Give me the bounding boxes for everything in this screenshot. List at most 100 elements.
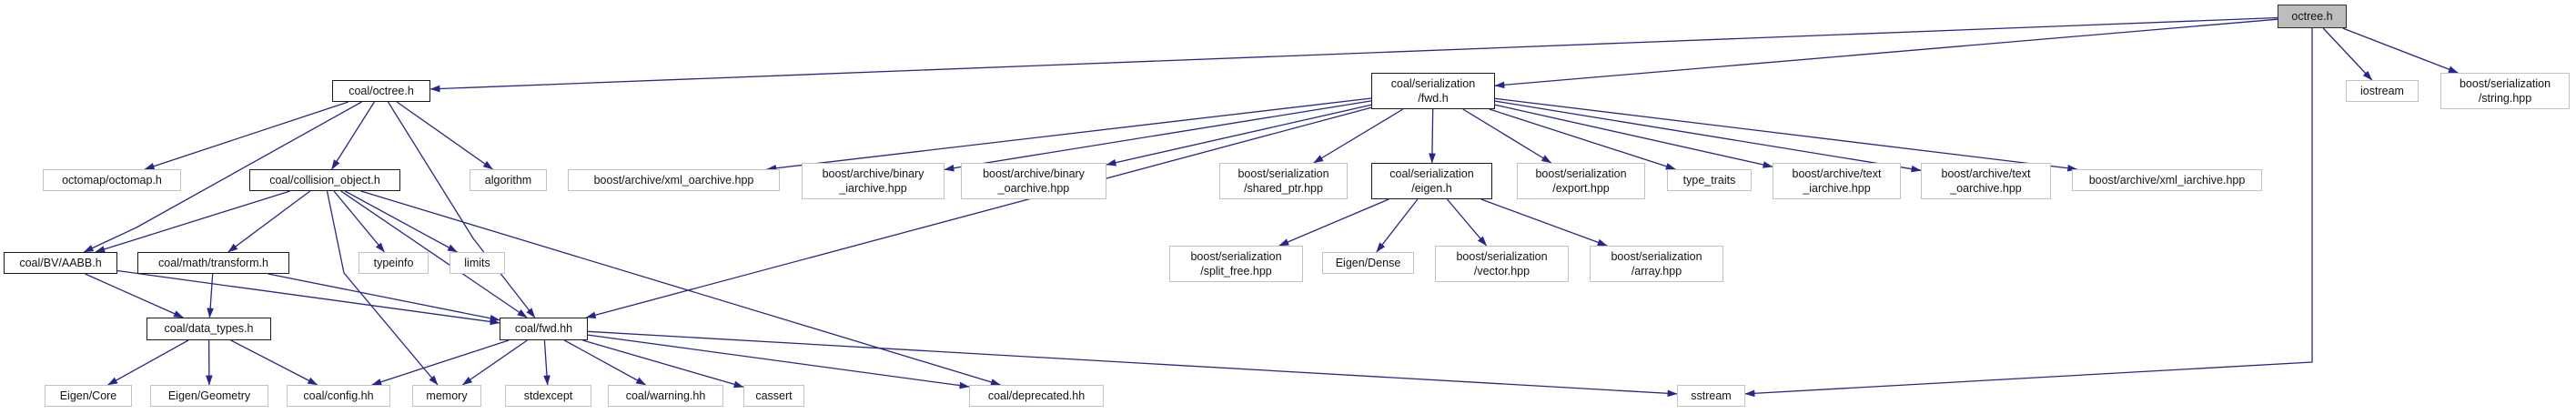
node-label: coal/serialization — [1390, 76, 1476, 90]
edge-coal-fwd-hh--cassert — [582, 339, 744, 389]
edge-coal-serialization-eigen-h--eigen-dense — [1376, 198, 1419, 253]
edge-coal-octree-h--algorithm — [396, 101, 493, 170]
node-label: boost/serialization — [1456, 249, 1548, 263]
edge-coal-octree-h--octomap-octomap-h — [144, 101, 349, 170]
edge-coal-serialization-fwd-h--boost-archive-xml-oarchive-hpp — [766, 97, 1372, 172]
edge-coal-bv-aabb-h--coal-fwd-hh — [116, 269, 500, 326]
node-coal-math-transform-h[interactable]: coal/math/transform.h — [137, 252, 289, 274]
node-label: algorithm — [484, 173, 532, 187]
node-label: type_traits — [1682, 173, 1736, 187]
edge-coal-serialization-eigen-h--boost-serialization-vector-hpp — [1446, 198, 1488, 247]
edge-coal-serialization-fwd-h--boost-serialization-export-hpp — [1462, 108, 1552, 164]
node-octomap-octomap-h: octomap/octomap.h — [43, 169, 181, 191]
node-coal-fwd-hh[interactable]: coal/fwd.hh — [500, 318, 588, 340]
node-label: coal/math/transform.h — [158, 256, 268, 269]
node-coal-deprecated-hh: coal/deprecated.hh — [969, 385, 1104, 407]
node-boost-archive-xml-oarchive-hpp: boost/archive/xml_oarchive.hpp — [568, 169, 780, 191]
edge-coal-serialization-fwd-h--boost-serialization-shared-ptr-hpp — [1313, 108, 1404, 164]
edge-coal-serialization-fwd-h--boost-archive-text-iarchive-hpp — [1494, 104, 1773, 168]
node-coal-config-hh: coal/config.hh — [287, 385, 390, 407]
node-label: boost/serialization — [1611, 249, 1702, 263]
edge-octree-h--boost-serialization-string-hpp — [2342, 27, 2459, 74]
edge-coal-serialization-fwd-h--type-traits — [1489, 108, 1676, 170]
node-label: iostream — [2360, 84, 2404, 97]
node-label: boost/serialization — [1190, 249, 1282, 263]
node-label: octree.h — [2291, 9, 2333, 23]
node-label: /fwd.h — [1418, 92, 1449, 105]
edge-coal-collision-object-h--limits — [344, 190, 458, 253]
node-typeinfo: typeinfo — [359, 252, 429, 274]
edge-coal-fwd-hh--sstream — [587, 330, 1678, 398]
node-coal-data-types-h[interactable]: coal/data_types.h — [146, 318, 271, 340]
edge-coal-data-types-h--eigen-core — [107, 339, 189, 386]
node-label: /split_free.hpp — [1200, 265, 1272, 278]
edge-coal-collision-object-h--coal-fwd-hh — [340, 190, 528, 318]
node-boost-archive-binary-iarchive-hpp: boost/archive/binary _iarchive.hpp — [802, 163, 945, 199]
edge-coal-serialization-fwd-h--coal-serialization-eigen-h — [1429, 108, 1436, 164]
node-label: _oarchive.hpp — [1950, 182, 2022, 195]
edge-coal-fwd-hh--stdexcept — [543, 339, 551, 386]
edge-coal-collision-object-h--coal-math-transform-h — [227, 190, 311, 253]
node-type-traits: type_traits — [1667, 169, 1752, 191]
edge-coal-collision-object-h--typeinfo — [333, 190, 386, 253]
node-eigen-geometry: Eigen/Geometry — [150, 385, 268, 407]
node-label: _iarchive.hpp — [1803, 182, 1871, 195]
edge-coal-collision-object-h--coal-bv-aabb-h — [95, 190, 290, 253]
node-coal-bv-aabb-h[interactable]: coal/BV/AABB.h — [4, 252, 117, 274]
node-label: boost/archive/binary — [822, 167, 924, 180]
node-eigen-dense: Eigen/Dense — [1322, 252, 1414, 274]
edge-octree-h--sstream — [1744, 28, 2313, 398]
node-label: /array.hpp — [1631, 265, 1682, 278]
node-label: memory — [426, 389, 468, 402]
node-label: typeinfo — [373, 256, 414, 269]
edge-octree-h--coal-octree-h — [429, 16, 2278, 93]
node-label: coal/fwd.hh — [514, 322, 573, 336]
node-memory: memory — [412, 385, 481, 407]
node-coal-serialization-fwd-h[interactable]: coal/serialization/fwd.h — [1371, 73, 1495, 109]
node-label: boost/archive/binary — [983, 167, 1085, 180]
edge-coal-octree-h--coal-collision-object-h — [331, 101, 375, 170]
node-boost-serialization-split-free-hpp: boost/serialization/split_free.hpp — [1169, 246, 1303, 282]
node-coal-collision-object-h[interactable]: coal/collision_object.h — [249, 169, 400, 191]
edge-coal-fwd-hh--coal-config-hh — [371, 339, 510, 386]
node-label: coal/config.hh — [303, 389, 374, 402]
node-label: octomap/octomap.h — [62, 173, 162, 187]
node-coal-octree-h[interactable]: coal/octree.h — [332, 80, 430, 102]
node-algorithm: algorithm — [470, 169, 547, 191]
node-label: _iarchive.hpp — [839, 182, 907, 195]
edge-coal-fwd-hh--coal-warning-hh — [563, 339, 647, 386]
edge-coal-octree-h--coal-bv-aabb-h — [83, 101, 362, 253]
edge-coal-collision-object-h--coal-deprecated-hh — [360, 190, 1001, 386]
edge-coal-serialization-fwd-h--boost-archive-xml-iarchive-hpp — [1494, 97, 2078, 172]
node-label: boost/archive/text — [1792, 167, 1882, 180]
node-label: coal/data_types.h — [164, 322, 254, 336]
edge-coal-serialization-fwd-h--boost-archive-binary-oarchive-hpp — [1106, 104, 1372, 167]
node-cassert: cassert — [743, 385, 804, 407]
node-boost-serialization-vector-hpp: boost/serialization/vector.hpp — [1435, 246, 1569, 282]
node-label: coal/octree.h — [349, 84, 414, 97]
node-label: boost/serialization — [1237, 167, 1329, 180]
edge-coal-math-transform-h--coal-data-types-h — [207, 273, 214, 318]
node-sstream: sstream — [1677, 385, 1745, 407]
node-label: boost/serialization — [1535, 167, 1627, 180]
node-boost-archive-text-oarchive-hpp: boost/archive/text_oarchive.hpp — [1921, 163, 2051, 199]
edge-coal-collision-object-h--memory — [326, 190, 439, 386]
node-boost-archive-binary-oarchive-hpp: boost/archive/binary _oarchive.hpp — [961, 163, 1106, 199]
node-label: /export.hpp — [1552, 182, 1610, 195]
node-label: _oarchive.hpp — [997, 182, 1070, 195]
edge-octree-h--iostream — [2322, 27, 2373, 81]
edge-coal-serialization-fwd-h--coal-fwd-hh — [585, 106, 1372, 319]
node-label: /eigen.h — [1411, 182, 1452, 195]
node-label: Eigen/Geometry — [167, 389, 251, 402]
node-label: Eigen/Core — [59, 389, 117, 402]
edge-coal-fwd-hh--coal-deprecated-hh — [587, 334, 970, 389]
node-label: stdexcept — [523, 389, 573, 402]
node-label: coal/warning.hh — [625, 389, 706, 402]
node-label: coal/deprecated.hh — [987, 389, 1086, 402]
node-label: boost/archive/xml_iarchive.hpp — [2088, 173, 2246, 187]
node-octree-h: octree.h — [2278, 5, 2347, 28]
node-boost-serialization-string-hpp: boost/serialization/string.hpp — [2440, 73, 2570, 109]
node-label: coal/BV/AABB.h — [19, 256, 102, 269]
node-coal-serialization-eigen-h[interactable]: coal/serialization/eigen.h — [1371, 163, 1492, 199]
